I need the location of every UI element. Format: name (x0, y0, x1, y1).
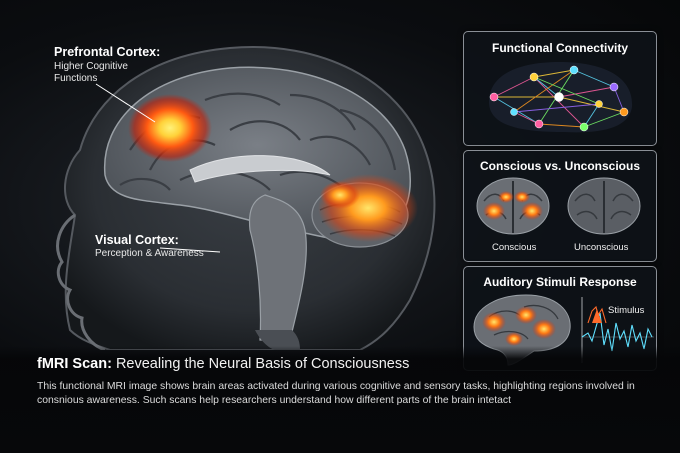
auditory-panel-title: Auditory Stimuli Response (483, 275, 637, 289)
face-profile (56, 213, 106, 350)
stimulus-marker (592, 309, 602, 323)
visual-leader-line (159, 247, 221, 253)
conscious-panel: Conscious vs. Unconscious (463, 150, 657, 262)
caption-headline-rest: Revealing the Neural Basis of Consciousn… (111, 356, 410, 372)
stimulus-label: Stimulus (608, 305, 645, 316)
sagittal-brain-scan (56, 46, 436, 350)
conscious-comparison-scans (476, 177, 641, 235)
caption-body: This functional MRI image shows brain ar… (37, 381, 635, 406)
connectivity-panel-title: Functional Connectivity (491, 41, 628, 55)
visual-label-sub: Perception & Awareness (95, 248, 204, 259)
prefrontal-label-line2: Functions (54, 73, 98, 84)
caption-headline: fMRI Scan: Revealing the Neural Basis of… (37, 356, 409, 372)
caption-bar (0, 346, 680, 453)
prefrontal-leader-line (95, 83, 156, 123)
conscious-brain-scan (476, 177, 550, 235)
connectivity-panel: Functional Connectivity (463, 31, 657, 146)
corpus-callosum (189, 155, 331, 183)
visual-label-title: Visual Cortex: (95, 233, 179, 247)
unconscious-caption: Unconscious (574, 242, 629, 253)
unconscious-brain-scan (567, 177, 641, 235)
prefrontal-activation (128, 94, 212, 162)
prefrontal-label-title: Prefrontal Cortex: (54, 45, 161, 59)
stimulus-response-graph (581, 297, 654, 363)
prefrontal-label-line1: Higher Cognitive (54, 61, 128, 72)
caption-headline-bold: fMRI Scan: (37, 356, 112, 372)
connectivity-network (489, 62, 633, 133)
conscious-caption: Conscious (492, 242, 537, 253)
conscious-panel-title: Conscious vs. Unconscious (479, 159, 641, 173)
